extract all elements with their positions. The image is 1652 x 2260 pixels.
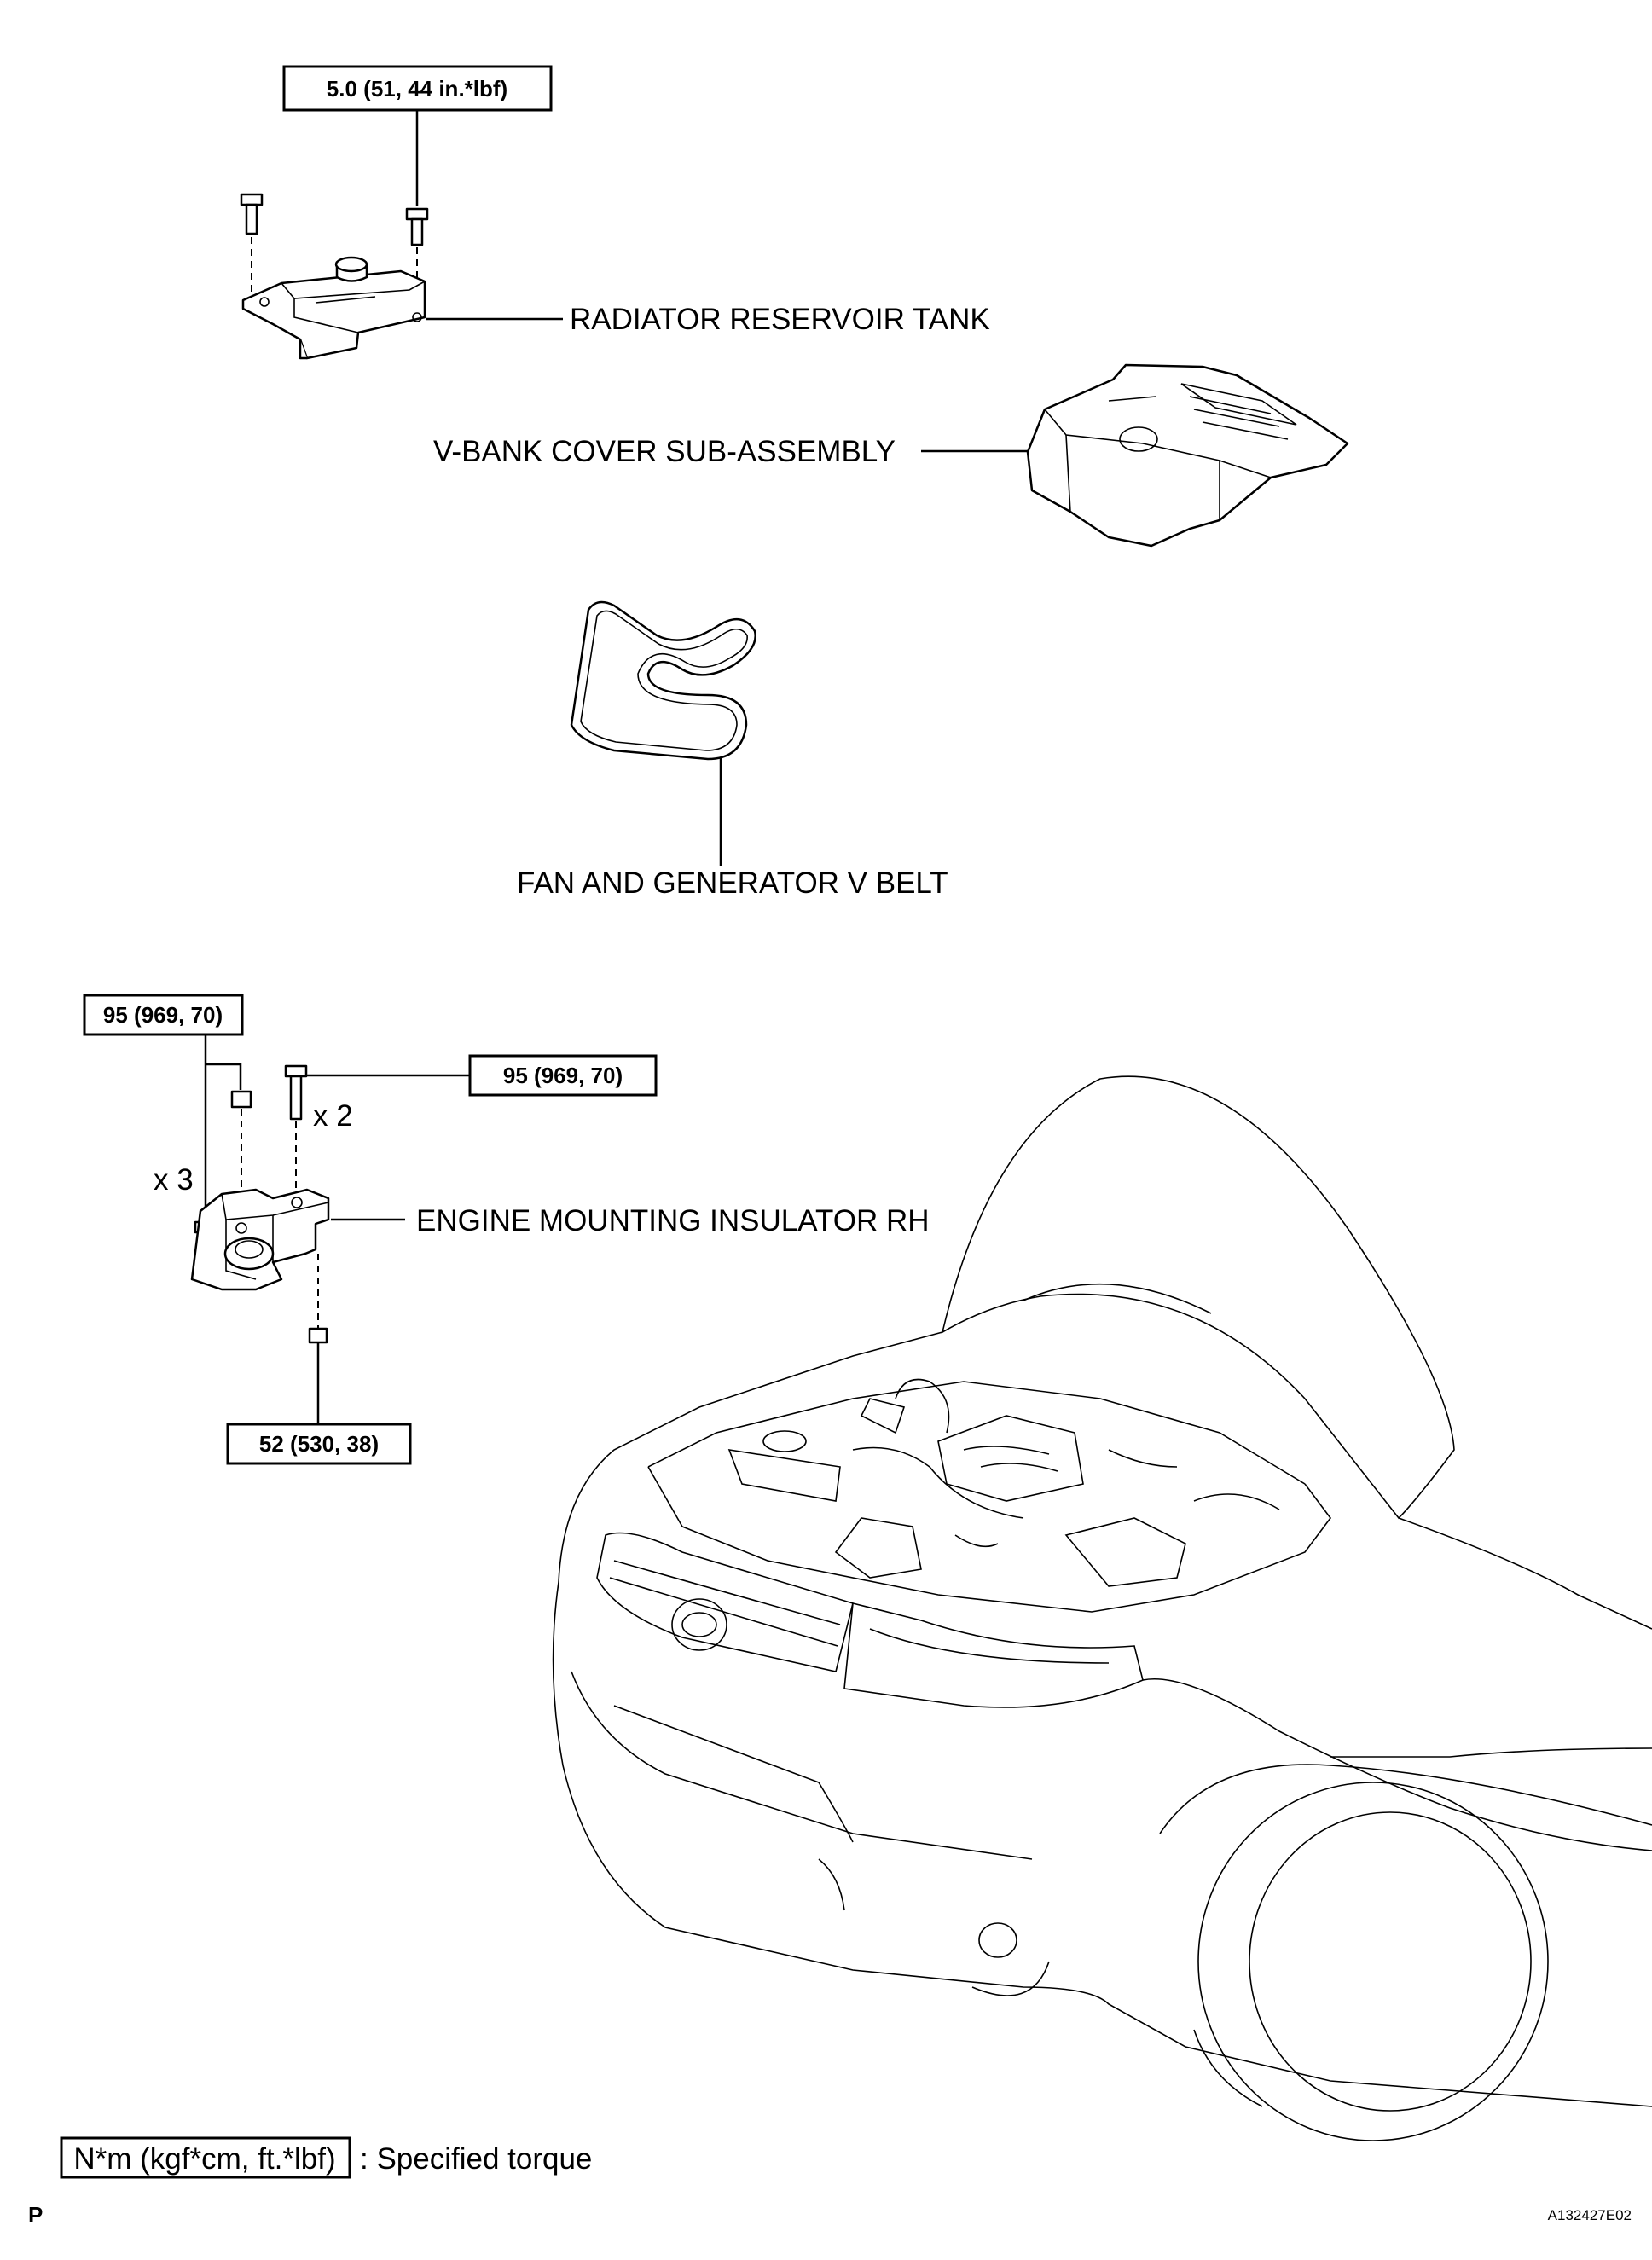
bolt-icon	[405, 207, 429, 246]
legend-unit: N*m (kgf*cm, ft.*lbf)	[73, 2142, 335, 2176]
bolt-icon	[240, 193, 264, 235]
figure-id: A132427E02	[1548, 2207, 1632, 2223]
mount-group: 95 (969, 70) 95 (969, 70) x 2 x 3	[83, 994, 930, 1465]
torque-box-mount-right	[468, 1054, 658, 1097]
label-reservoir: RADIATOR RESERVOIR TANK	[570, 303, 990, 336]
torque-label-mount-lower: 52 (530, 38)	[259, 1431, 379, 1457]
label-vbank-cover: V-BANK COVER SUB-ASSEMBLY	[433, 435, 896, 468]
vbank-cover-drawing	[1026, 363, 1349, 548]
label-belt: FAN AND GENERATOR V BELT	[517, 866, 948, 900]
qty-x3: x 3	[154, 1163, 194, 1197]
footer-mark: P	[28, 2202, 43, 2228]
nut-icon	[308, 1327, 328, 1344]
legend-description: : Specified torque	[360, 2142, 592, 2176]
reservoir-tank-drawing	[241, 256, 426, 360]
engine-mount-drawing	[190, 1188, 330, 1291]
label-mount: ENGINE MOUNTING INSULATOR RH	[416, 1204, 930, 1237]
bolt-icon	[284, 1064, 308, 1121]
v-belt-drawing	[570, 600, 756, 761]
vbank-cover-group: V-BANK COVER SUB-ASSEMBLY	[433, 363, 1349, 548]
torque-label-reservoir: 5.0 (51, 44 in.*lbf)	[327, 76, 507, 101]
qty-x2: x 2	[313, 1099, 353, 1133]
torque-box-mount-left	[83, 994, 244, 1036]
torque-box-reservoir	[282, 65, 553, 112]
nut-icon	[230, 1090, 252, 1109]
legend-box	[60, 2136, 351, 2179]
torque-box-mount-lower	[226, 1423, 412, 1465]
torque-label-mount-left: 95 (969, 70)	[103, 1002, 223, 1028]
legend: N*m (kgf*cm, ft.*lbf) : Specified torque	[60, 2136, 592, 2179]
vehicle-front-drawing	[552, 1075, 1652, 2141]
belt-group: FAN AND GENERATOR V BELT	[517, 600, 948, 900]
reservoir-group: 5.0 (51, 44 in.*lbf) RADIATOR RESERVOIR …	[240, 65, 990, 360]
torque-label-mount-right: 95 (969, 70)	[503, 1063, 623, 1088]
toyota-emblem-icon	[671, 1598, 727, 1651]
toyota-emblem-icon	[1119, 426, 1158, 452]
